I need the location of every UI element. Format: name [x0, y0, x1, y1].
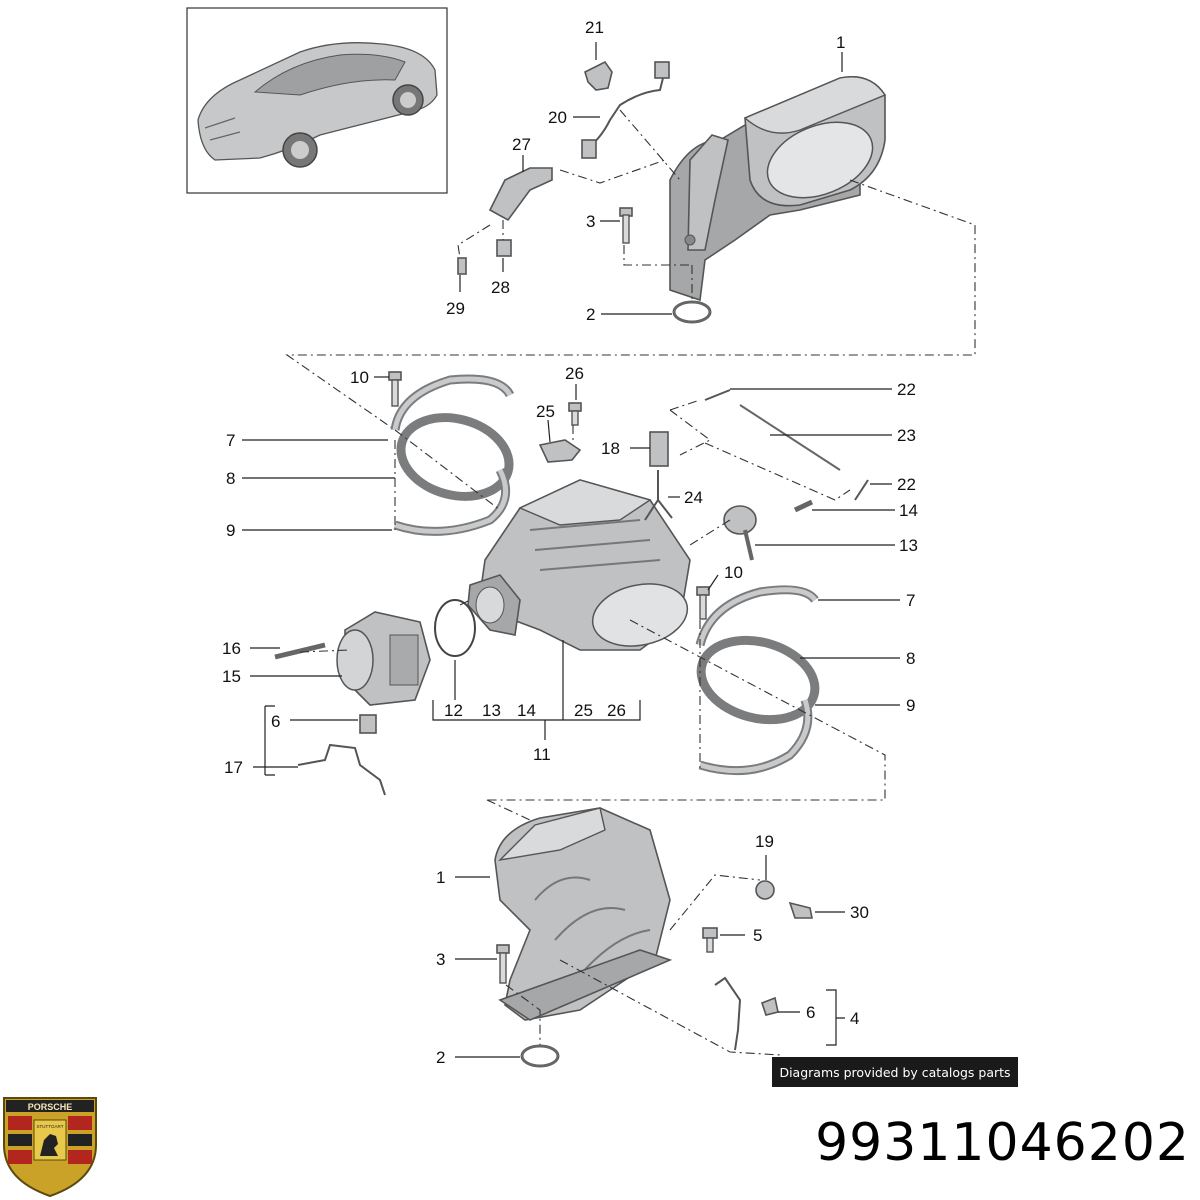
- sensor-30: [788, 901, 813, 919]
- callout-1-bottom: 1: [436, 868, 445, 887]
- hose-24: [644, 470, 673, 521]
- grommet-19: [755, 880, 775, 900]
- callout-9-b: 9: [906, 696, 915, 715]
- callout-4: 4: [850, 1009, 859, 1028]
- callout-8-a: 8: [226, 469, 235, 488]
- bolt-26: [568, 402, 582, 426]
- intake-manifold-bottom: [494, 807, 673, 1021]
- callout-7-a: 7: [226, 431, 235, 450]
- sensor-25: [538, 439, 582, 463]
- callout-16: 16: [222, 639, 241, 658]
- clip-6-a: [359, 714, 377, 734]
- callout-22-b: 22: [897, 475, 916, 494]
- throttle-body-15: [336, 611, 431, 706]
- valve-18: [649, 431, 669, 467]
- bracket-17: [297, 743, 386, 796]
- callout-26: 26: [565, 364, 584, 383]
- crest-city-text: STUTTGART: [37, 1124, 64, 1129]
- clip-28: [496, 239, 512, 257]
- callout-12: 12: [444, 701, 463, 720]
- callout-17: 17: [224, 758, 243, 777]
- crest-logo-text: PORSCHE: [28, 1102, 73, 1112]
- callout-7-b: 7: [906, 591, 915, 610]
- bolt-5: [702, 927, 718, 953]
- callout-23: 23: [897, 426, 916, 445]
- intake-manifold-top: [669, 76, 887, 302]
- callout-6-b: 6: [806, 1003, 815, 1022]
- callout-22-a: 22: [897, 380, 916, 399]
- hose-22-b: [854, 479, 869, 501]
- hose-22-a: [704, 389, 731, 401]
- callout-25-b: 25: [574, 701, 593, 720]
- callout-2-top: 2: [586, 305, 595, 324]
- bolt-3-bottom: [496, 944, 510, 984]
- bracket-4: [714, 976, 742, 1051]
- line-23: [739, 404, 841, 471]
- gasket-2-bottom: [520, 1044, 560, 1068]
- clip-6-b: [760, 996, 779, 1016]
- bracket-27: [488, 167, 553, 222]
- bolt-16: [274, 642, 326, 660]
- callout-29: 29: [446, 299, 465, 318]
- callout-24: 24: [684, 488, 703, 507]
- callout-11: 11: [533, 745, 551, 764]
- part-number: 99311046202: [815, 1113, 1190, 1173]
- callout-19: 19: [755, 832, 774, 851]
- callout-10-b: 10: [724, 563, 743, 582]
- actuator-13: [723, 505, 757, 535]
- callout-6-a: 6: [271, 712, 280, 731]
- diagram-credit-banner: Diagrams provided by catalogs parts: [772, 1057, 1018, 1087]
- callout-27: 27: [512, 135, 531, 154]
- callout-3-top: 3: [586, 212, 595, 231]
- clip-21: [584, 60, 613, 91]
- clamp-rings-right: [695, 585, 820, 776]
- callout-18: 18: [601, 439, 620, 458]
- bolt-10-a: [388, 371, 402, 407]
- connector-20: [581, 139, 597, 159]
- leader-lines: [242, 42, 900, 1058]
- callout-25: 25: [536, 402, 555, 421]
- callout-5: 5: [753, 926, 762, 945]
- bolt-3-top: [619, 207, 633, 244]
- callout-1-top: 1: [836, 33, 845, 52]
- callout-13-b: 13: [482, 701, 501, 720]
- callout-15: 15: [222, 667, 241, 686]
- callout-9-a: 9: [226, 521, 235, 540]
- callout-21: 21: [585, 18, 604, 37]
- bolt-10-b: [696, 586, 710, 620]
- callout-30: 30: [850, 903, 869, 922]
- clamp-rings-left: [390, 374, 515, 536]
- callout-2-bottom: 2: [436, 1048, 445, 1067]
- callout-10-a: 10: [350, 368, 369, 387]
- callout-14-b: 14: [517, 701, 536, 720]
- car-thumbnail: [186, 7, 448, 194]
- gasket-2-top: [672, 300, 712, 324]
- callout-labels: 1 21 20 27 3 28 29 2 10 26 25 22 23 18 2…: [222, 18, 918, 1067]
- intake-body-11: [467, 479, 691, 651]
- callout-8-b: 8: [906, 649, 915, 668]
- callout-20: 20: [548, 108, 567, 127]
- callout-14: 14: [899, 501, 918, 520]
- clip-29: [457, 257, 467, 275]
- porsche-crest-logo: PORSCHE STUTTGART: [3, 1097, 97, 1198]
- o-ring-12: [434, 599, 476, 657]
- callout-3-bottom: 3: [436, 950, 445, 969]
- callout-28: 28: [491, 278, 510, 297]
- bolt-14: [793, 499, 814, 513]
- callout-13: 13: [899, 536, 918, 555]
- callout-26-b: 26: [607, 701, 626, 720]
